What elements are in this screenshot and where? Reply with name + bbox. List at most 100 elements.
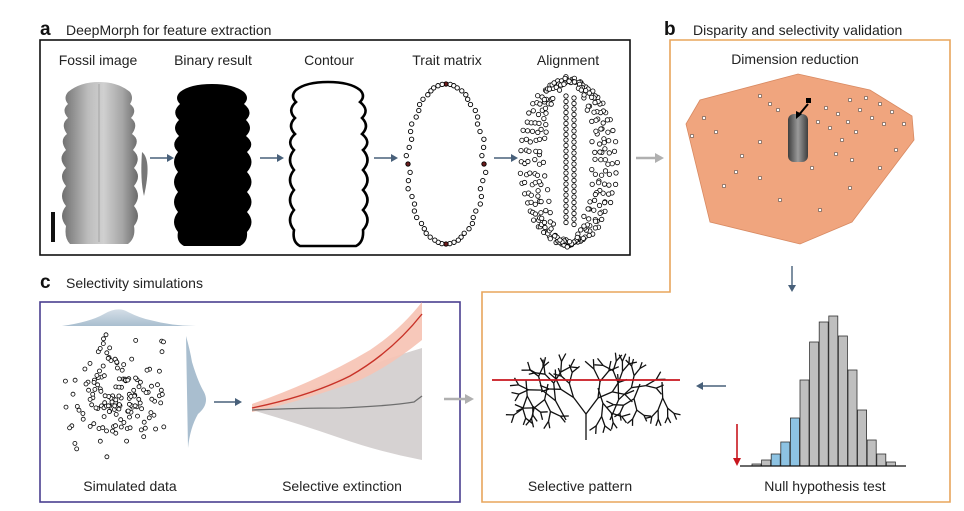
alignment-point bbox=[563, 203, 569, 209]
alignment-point bbox=[528, 199, 534, 205]
alignment-point bbox=[588, 94, 595, 100]
alignment-point bbox=[530, 217, 537, 223]
panel-c-letter: c bbox=[40, 272, 51, 293]
alignment-point bbox=[571, 122, 577, 129]
histogram-bar bbox=[838, 335, 848, 467]
simulated-data-plot bbox=[62, 309, 206, 460]
alignment-point bbox=[563, 120, 569, 127]
trait-point bbox=[409, 121, 415, 127]
pca-point bbox=[840, 138, 844, 142]
alignment-point bbox=[612, 139, 619, 145]
pca-point bbox=[810, 166, 814, 170]
tree-branch bbox=[584, 360, 595, 370]
trait-point bbox=[478, 193, 485, 200]
simulated-point bbox=[102, 393, 108, 399]
panel-a-border bbox=[39, 39, 631, 256]
simulated-point bbox=[161, 424, 167, 430]
trait-point bbox=[411, 208, 418, 214]
alignment-point bbox=[530, 101, 536, 107]
pca-point bbox=[690, 134, 694, 138]
alignment-point bbox=[571, 111, 577, 118]
alignment-point bbox=[566, 78, 572, 84]
tree-branch bbox=[649, 416, 653, 424]
simulated-point bbox=[74, 403, 80, 409]
alignment-point bbox=[548, 101, 554, 107]
trait-point bbox=[467, 101, 474, 108]
trait-point bbox=[477, 201, 483, 207]
trait-point bbox=[474, 114, 481, 120]
arrow-down-icon bbox=[788, 266, 796, 292]
trait-point bbox=[407, 128, 414, 135]
alignment-point bbox=[571, 150, 577, 156]
tree-branch bbox=[540, 388, 550, 393]
simulated-point bbox=[133, 337, 139, 343]
tree-branch bbox=[592, 359, 595, 370]
tree-branch bbox=[595, 416, 603, 427]
pca-point bbox=[846, 120, 850, 124]
trait-point bbox=[416, 107, 422, 114]
trait-point bbox=[427, 234, 433, 240]
simulated-point bbox=[93, 405, 99, 411]
tree-branch bbox=[618, 387, 632, 401]
alignment-point bbox=[571, 79, 578, 85]
alignment-point bbox=[596, 141, 603, 147]
trait-point bbox=[443, 241, 449, 247]
panel-c-title: Selectivity simulations bbox=[66, 275, 203, 291]
tree-branch bbox=[655, 387, 662, 395]
tree-branch bbox=[630, 365, 635, 376]
alignment-point bbox=[530, 108, 536, 114]
alignment-point bbox=[593, 128, 599, 134]
simulated-point bbox=[109, 399, 115, 405]
dimension-reduction-plot bbox=[685, 73, 915, 245]
alignment-point bbox=[557, 237, 563, 243]
simulated-point bbox=[67, 425, 72, 431]
alignment-point bbox=[605, 129, 611, 135]
background-mean-line bbox=[251, 395, 423, 411]
alignment-point bbox=[571, 117, 577, 123]
tree-branch bbox=[550, 410, 561, 417]
alignment-point bbox=[571, 221, 577, 228]
tree-branch bbox=[548, 372, 557, 380]
tree-branch bbox=[554, 400, 567, 421]
alignment-point bbox=[571, 199, 577, 206]
contour-outline bbox=[288, 80, 369, 248]
tree-branch bbox=[639, 361, 643, 369]
trait-point bbox=[408, 136, 415, 142]
pca-point bbox=[702, 116, 706, 120]
alignment-point bbox=[598, 126, 604, 132]
alignment-point bbox=[535, 93, 541, 99]
alignment-point bbox=[566, 239, 573, 245]
tree-branch bbox=[611, 382, 619, 393]
simulated-point bbox=[76, 407, 82, 413]
simulated-point bbox=[138, 427, 144, 433]
tree-branch bbox=[522, 395, 528, 409]
alignment-point bbox=[563, 126, 569, 132]
pca-point bbox=[858, 108, 862, 112]
simulated-point bbox=[97, 346, 103, 351]
alignment-point bbox=[538, 210, 544, 216]
alignment-point bbox=[571, 183, 577, 189]
tree-branch bbox=[553, 371, 562, 384]
alignment-point bbox=[563, 208, 569, 215]
tree-branch bbox=[612, 422, 618, 429]
alignment-point bbox=[606, 138, 612, 144]
tree-branch bbox=[532, 415, 538, 422]
alignment-point bbox=[548, 226, 554, 232]
pca-point bbox=[818, 208, 822, 212]
tree-branch bbox=[604, 425, 612, 432]
background-band bbox=[252, 348, 422, 460]
tree-branch bbox=[630, 358, 635, 367]
histogram-bar bbox=[866, 439, 877, 467]
observed-value-arrow bbox=[733, 424, 741, 466]
tree-branch bbox=[595, 425, 597, 434]
simulated-point bbox=[106, 409, 112, 414]
trait-point bbox=[474, 121, 481, 127]
arrow-right-icon bbox=[150, 154, 174, 162]
tree-branch bbox=[633, 368, 641, 377]
alignment-point bbox=[563, 181, 569, 187]
simulated-point bbox=[63, 378, 68, 384]
tree-branch bbox=[570, 366, 579, 369]
simulated-point bbox=[121, 420, 127, 425]
simulated-point bbox=[126, 401, 132, 407]
alignment-point bbox=[563, 197, 569, 204]
